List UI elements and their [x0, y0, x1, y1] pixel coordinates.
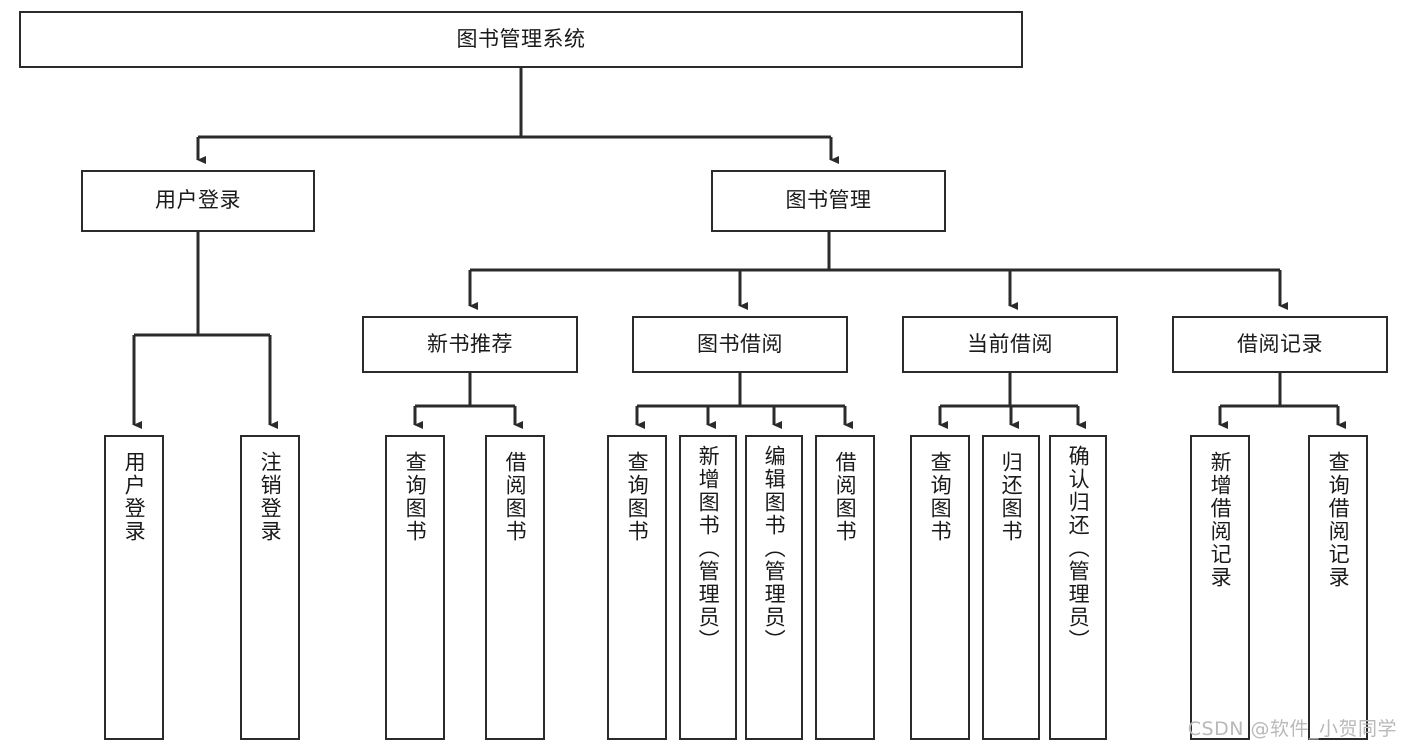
node-leaf-query-book-2-label: 查询图书: [625, 451, 650, 543]
node-leaf-borrow-book-2-label: 借阅图书: [833, 451, 858, 543]
node-leaf-query-record-label: 查询借阅记录: [1326, 451, 1351, 589]
node-leaf-edit-book-label: 编辑图书（管理员）: [762, 445, 787, 652]
node-leaf-query-book-1-label: 查询图书: [403, 451, 428, 543]
node-leaf-edit-book[interactable]: 编辑图书（管理员）: [745, 435, 803, 740]
node-leaf-query-book-3-label: 查询图书: [928, 451, 953, 543]
node-book-borrow-label: 图书借阅: [697, 331, 783, 356]
node-leaf-query-book-2[interactable]: 查询图书: [607, 435, 667, 740]
node-leaf-query-record[interactable]: 查询借阅记录: [1308, 435, 1368, 740]
node-leaf-add-book[interactable]: 新增图书（管理员）: [679, 435, 737, 740]
node-current-borrow[interactable]: 当前借阅: [902, 316, 1118, 373]
node-book-manage-label: 图书管理: [785, 188, 872, 213]
node-leaf-confirm-return[interactable]: 确认归还（管理员）: [1049, 435, 1107, 740]
node-leaf-logout[interactable]: 注销登录: [240, 435, 300, 740]
node-user-login-label: 用户登录: [155, 188, 241, 213]
node-leaf-return-book-label: 归还图书: [999, 451, 1024, 543]
node-root[interactable]: 图书管理系统: [19, 11, 1023, 68]
node-user-login[interactable]: 用户登录: [81, 170, 315, 232]
node-leaf-borrow-book-1-label: 借阅图书: [503, 451, 528, 543]
node-book-borrow[interactable]: 图书借阅: [632, 316, 848, 373]
node-book-manage[interactable]: 图书管理: [711, 170, 946, 232]
node-leaf-borrow-book-2[interactable]: 借阅图书: [815, 435, 875, 740]
node-borrow-record-label: 借阅记录: [1237, 331, 1323, 356]
node-current-borrow-label: 当前借阅: [967, 331, 1053, 356]
node-leaf-borrow-book-1[interactable]: 借阅图书: [485, 435, 545, 740]
node-leaf-add-book-label: 新增图书（管理员）: [696, 445, 721, 652]
node-leaf-user-login[interactable]: 用户登录: [104, 435, 164, 740]
node-borrow-record[interactable]: 借阅记录: [1172, 316, 1388, 373]
node-leaf-query-book-3[interactable]: 查询图书: [910, 435, 970, 740]
node-leaf-add-record-label: 新增借阅记录: [1208, 451, 1233, 589]
node-leaf-add-record[interactable]: 新增借阅记录: [1190, 435, 1250, 740]
node-new-book-recommend-label: 新书推荐: [427, 331, 513, 356]
node-leaf-user-login-label: 用户登录: [122, 451, 147, 543]
node-leaf-return-book[interactable]: 归还图书: [982, 435, 1040, 740]
node-leaf-logout-label: 注销登录: [258, 451, 283, 543]
node-root-label: 图书管理系统: [456, 26, 586, 51]
node-leaf-query-book-1[interactable]: 查询图书: [385, 435, 445, 740]
node-leaf-confirm-return-label: 确认归还（管理员）: [1066, 445, 1091, 652]
node-new-book-recommend[interactable]: 新书推荐: [362, 316, 578, 373]
